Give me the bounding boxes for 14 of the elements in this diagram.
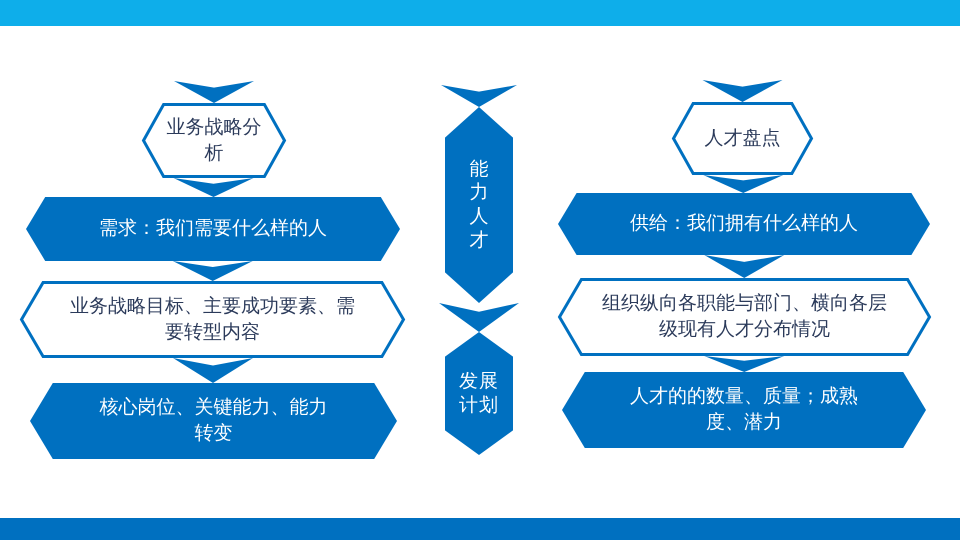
chevron-arrow <box>174 81 254 103</box>
chevron-arrow <box>439 303 519 332</box>
chevron-arrow <box>704 255 784 278</box>
chevron-arrow <box>704 356 784 372</box>
chevron-arrow <box>441 85 517 107</box>
chevron-arrow <box>173 358 253 383</box>
chevron-arrow <box>703 175 784 193</box>
hexagon-box: 组织纵向各职能与部门、横向各层级现有人才分布情况 <box>558 278 931 356</box>
hexagon-box: 业务战略分析 <box>142 103 286 178</box>
hexagon-box: 人才盘点 <box>672 102 813 175</box>
chevron-arrow <box>702 80 782 102</box>
hexagon-box: 业务战略目标、主要成功要素、需要转型内容 <box>20 281 405 358</box>
chevron-arrow <box>172 261 253 281</box>
chevron-arrow <box>174 178 254 197</box>
